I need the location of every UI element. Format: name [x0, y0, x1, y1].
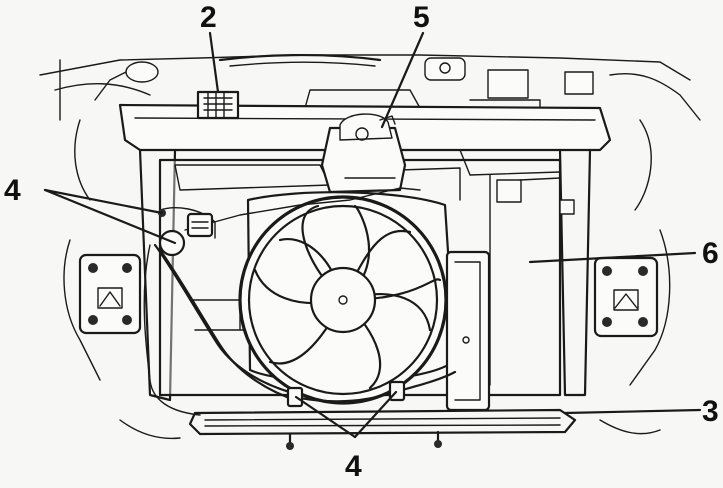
callout-5: 5 — [413, 1, 430, 34]
coolant-temperature-sensor — [320, 113, 407, 194]
callout-3: 3 — [702, 395, 719, 428]
callout-2: 2 — [200, 1, 217, 34]
engine-mount-bracket-right — [593, 229, 671, 386]
engine-mount-bracket-left — [63, 239, 142, 381]
cable-clips — [158, 209, 406, 408]
callout-6: 6 — [702, 237, 719, 270]
leader-lines — [43, 31, 702, 439]
fan-relay-connector — [196, 90, 240, 120]
radiator-fan — [238, 195, 448, 405]
callout-4-top: 4 — [4, 174, 21, 207]
lower-pipe — [119, 408, 661, 450]
engine-bay-background — [39, 53, 701, 211]
callout-4-bottom: 4 — [345, 450, 362, 483]
